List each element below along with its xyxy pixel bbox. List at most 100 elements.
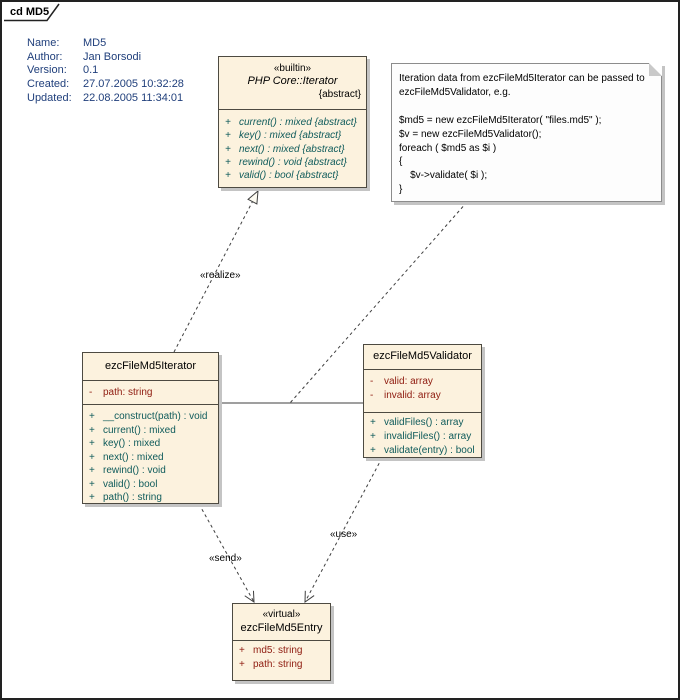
metadata-row: Version:0.1 <box>27 64 184 78</box>
send-dependency-connector[interactable] <box>198 503 255 603</box>
class-header: «virtual» ezcFileMd5Entry <box>233 604 330 640</box>
diagram-metadata: Name:MD5 Author:Jan Borsodi Version:0.1 … <box>27 37 184 106</box>
metadata-label: Created: <box>27 78 70 91</box>
method-signature: next() : mixed {abstract} <box>239 143 345 155</box>
realize-connector[interactable] <box>173 189 259 353</box>
class-header: ezcFileMd5Iterator <box>83 353 218 380</box>
visibility: + <box>370 417 376 428</box>
stereotype-label: «virtual» <box>262 609 301 620</box>
method-row: + validFiles() : array <box>364 416 481 430</box>
method-row: +valid() : bool {abstract} <box>219 169 366 182</box>
visibility: + <box>89 478 95 490</box>
visibility: - <box>370 376 374 387</box>
metadata-label: Updated: <box>27 91 72 104</box>
metadata-value: 22.08.2005 11:34:01 <box>83 91 184 104</box>
method-signature: current() : mixed <box>103 424 176 436</box>
metadata-label: Author: <box>27 50 63 63</box>
visibility: + <box>225 117 231 128</box>
note-fold-corner <box>649 63 662 76</box>
class-name: PHP Core::Iterator <box>247 75 338 87</box>
metadata-value: 27.07.2005 10:32:28 <box>83 78 184 91</box>
attribute-signature: valid: array <box>384 376 433 387</box>
class-php-core-iterator[interactable]: «builtin» PHP Core::Iterator {abstract} … <box>218 56 367 188</box>
attribute-signature: md5: string <box>253 645 303 656</box>
method-signature: key() : mixed <box>103 438 161 449</box>
class-name: ezcFileMd5Validator <box>373 350 472 362</box>
realize-connector-label: «realize» <box>200 270 241 281</box>
attribute-signature: path: string <box>253 659 303 670</box>
class-header: «builtin» PHP Core::Iterator {abstract} <box>219 57 366 109</box>
method-signature: __construct(path) : void <box>103 411 208 422</box>
visibility: + <box>370 445 376 456</box>
method-signature: next() : mixed <box>103 451 164 463</box>
abstract-tag: {abstract} <box>318 89 361 100</box>
attribute-row: -invalid: array <box>364 389 481 403</box>
methods-compartment: + validFiles() : array + invalidFiles() : … <box>364 412 481 457</box>
attribute-row: -valid: array <box>364 375 481 389</box>
use-connector-label: «use» <box>330 529 358 540</box>
attributes-compartment: -path: string <box>83 380 218 404</box>
note-iteration-example[interactable]: Iteration data from ezcFileMd5Iterator c… <box>391 63 662 202</box>
method-row: +current() : mixed {abstract} <box>219 116 366 129</box>
attributes-compartment: +md5: string + path: string <box>233 640 330 672</box>
attribute-row: + path: string <box>233 658 330 672</box>
visibility: + <box>225 143 231 155</box>
attributes-compartment: -valid: array -invalid: array <box>364 369 481 412</box>
metadata-value: Jan Borsodi <box>83 50 142 63</box>
method-row: + current() : mixed <box>83 424 218 438</box>
method-signature: validFiles() : array <box>384 417 464 428</box>
stereotype-label: «builtin» <box>273 63 312 74</box>
method-row: + key() : mixed {abstract} <box>219 129 366 142</box>
metadata-value: 0.1 <box>83 64 99 77</box>
send-connector-label: «send» <box>209 553 242 564</box>
method-row: + __construct(path) : void <box>83 410 218 424</box>
method-signature: invalidFiles() : array <box>384 431 472 442</box>
class-ezcfilemd5iterator[interactable]: ezcFileMd5Iterator -path: string + __cons… <box>82 352 219 504</box>
method-row: + path() : string <box>83 491 218 503</box>
method-row: + invalidFiles() : array <box>364 430 481 444</box>
method-row: + next() : mixed {abstract} <box>219 143 366 156</box>
attribute-row: +md5: string <box>233 644 330 658</box>
metadata-row: Name:MD5 <box>27 37 184 51</box>
method-signature: path() : string <box>103 492 162 503</box>
visibility: + <box>225 130 231 142</box>
attribute-row: -path: string <box>83 386 218 400</box>
class-header: ezcFileMd5Validator <box>364 345 481 369</box>
methods-compartment: + __construct(path) : void + current() : m… <box>83 404 218 503</box>
visibility: + <box>89 424 95 436</box>
visibility: + <box>89 465 95 476</box>
method-row: +next() : mixed <box>83 451 218 465</box>
visibility: + <box>89 411 95 422</box>
note-text: Iteration data from ezcFileMd5Iterator c… <box>399 73 645 196</box>
method-signature: rewind() : void <box>103 465 166 476</box>
frame-tab-outline <box>4 3 60 22</box>
methods-compartment: +current() : mixed {abstract} + key() : m… <box>219 109 366 182</box>
method-row: +key() : mixed <box>83 437 218 451</box>
metadata-value: MD5 <box>83 37 107 49</box>
visibility: + <box>225 170 231 182</box>
note-anchor-connector[interactable] <box>289 201 468 404</box>
class-name: ezcFileMd5Iterator <box>104 360 197 372</box>
class-ezcfilemd5validator[interactable]: ezcFileMd5Validator -valid: array -inval… <box>363 344 482 458</box>
method-signature: key() : mixed {abstract} <box>239 130 342 142</box>
visibility: + <box>239 659 245 670</box>
method-row: + rewind() : void {abstract} <box>219 156 366 169</box>
method-row: + rewind() : void <box>83 464 218 478</box>
metadata-row: Updated: 22.08.2005 11:34:01 <box>27 92 184 106</box>
method-signature: validate(entry) : bool <box>384 445 475 456</box>
visibility: + <box>370 431 376 442</box>
visibility: - <box>89 387 93 398</box>
visibility: + <box>89 492 95 503</box>
attribute-signature: invalid: array <box>384 390 441 401</box>
class-name: ezcFileMd5Entry <box>240 621 323 634</box>
visibility: + <box>225 156 231 168</box>
method-signature: rewind() : void {abstract} <box>239 156 347 168</box>
frame-tab-label: cd MD5 <box>10 6 50 18</box>
class-ezcfilemd5entry[interactable]: «virtual» ezcFileMd5Entry +md5: string +… <box>232 603 331 681</box>
metadata-row: Created: 27.07.2005 10:32:28 <box>27 78 184 92</box>
metadata-row: Author: Jan Borsodi <box>27 51 184 65</box>
visibility: - <box>370 390 374 401</box>
attribute-signature: path: string <box>103 387 153 398</box>
